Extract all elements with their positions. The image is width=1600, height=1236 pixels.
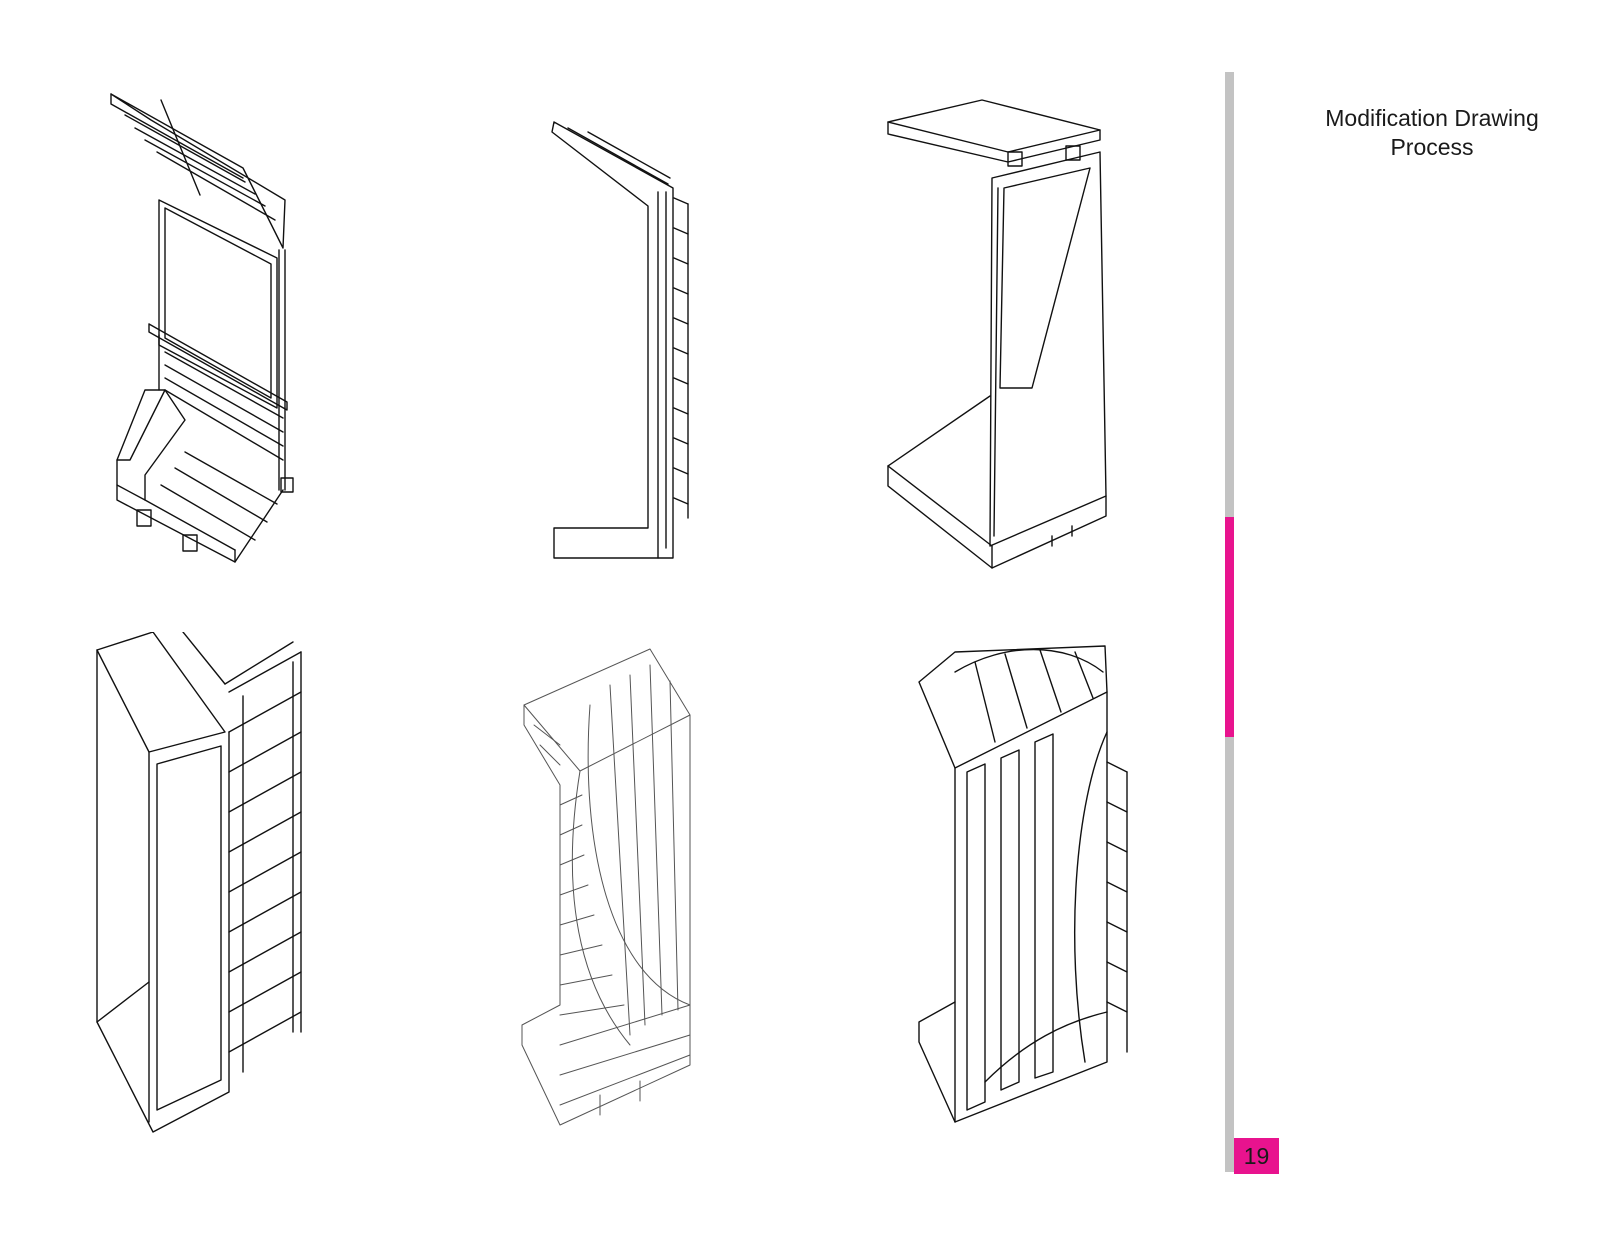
- modification-sketch-1: [105, 90, 305, 580]
- modification-sketch-2: [548, 118, 698, 563]
- sketch-5-lines: [521, 648, 691, 1126]
- sketch-6-lines: [918, 645, 1128, 1123]
- sketch-4-lines: [96, 632, 302, 1133]
- sketch-3-lines: [887, 99, 1107, 569]
- sketch-2-lines: [551, 121, 689, 559]
- drawing-grid: [93, 90, 1130, 1137]
- modification-sketch-6: [915, 642, 1130, 1132]
- modification-sketch-5: [520, 645, 720, 1135]
- modification-sketch-4: [93, 632, 318, 1137]
- page-number-badge: 19: [1234, 1138, 1279, 1174]
- sketch-1-lines: [110, 93, 294, 563]
- page-title-line1: Modification Drawing: [1325, 105, 1539, 131]
- vertical-rule-accent: [1225, 517, 1234, 737]
- page-title: Modification Drawing Process: [1292, 104, 1572, 162]
- page-title-line2: Process: [1390, 134, 1474, 160]
- modification-sketch-3: [882, 96, 1112, 582]
